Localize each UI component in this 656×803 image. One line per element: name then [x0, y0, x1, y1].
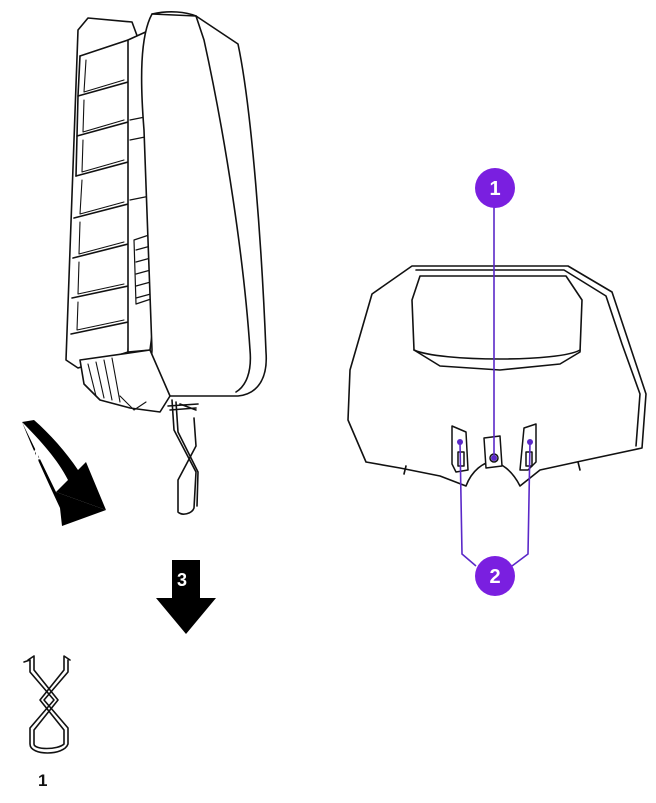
bottom-view-tick-left: [403, 465, 407, 475]
callout-2-line: [459, 441, 531, 567]
callout-dots: [457, 439, 533, 461]
wire-clip-icon: [23, 655, 71, 754]
device-side-view: [65, 11, 268, 413]
bottom-view-tick-right: [577, 461, 581, 471]
device-front-cover-edge: [195, 15, 252, 393]
device-ribs: [70, 39, 129, 335]
step-3-label: 3: [177, 570, 187, 590]
bottom-view-window-inner: [413, 349, 581, 360]
down-arrow-shape: [156, 560, 216, 634]
device-front-cover: [140, 11, 268, 397]
part-1-label: 1: [38, 771, 47, 790]
callout-1-badge: 1: [475, 168, 515, 208]
device-top-edge: [151, 13, 197, 17]
device-base-grille: [87, 357, 147, 411]
bottom-view-inner-rim: [415, 269, 641, 447]
callout-2-badge: 2: [475, 556, 515, 596]
device-bottom-view: [347, 265, 647, 487]
rotate-arrow-icon: 4: [22, 420, 106, 526]
inserted-wire-clip: [171, 399, 199, 515]
device-base: [79, 349, 171, 413]
bottom-view-window: [411, 275, 583, 371]
callout-2-text: 2: [489, 566, 500, 588]
callout-lines: [459, 206, 531, 567]
step-4-label: 4: [30, 446, 40, 466]
receptacle-center: [483, 435, 503, 469]
device-rib-depth: [76, 59, 125, 331]
rotate-arrow-shape: [22, 420, 106, 510]
down-arrow-icon: 3: [156, 560, 216, 634]
callout-1-text: 1: [489, 178, 500, 200]
